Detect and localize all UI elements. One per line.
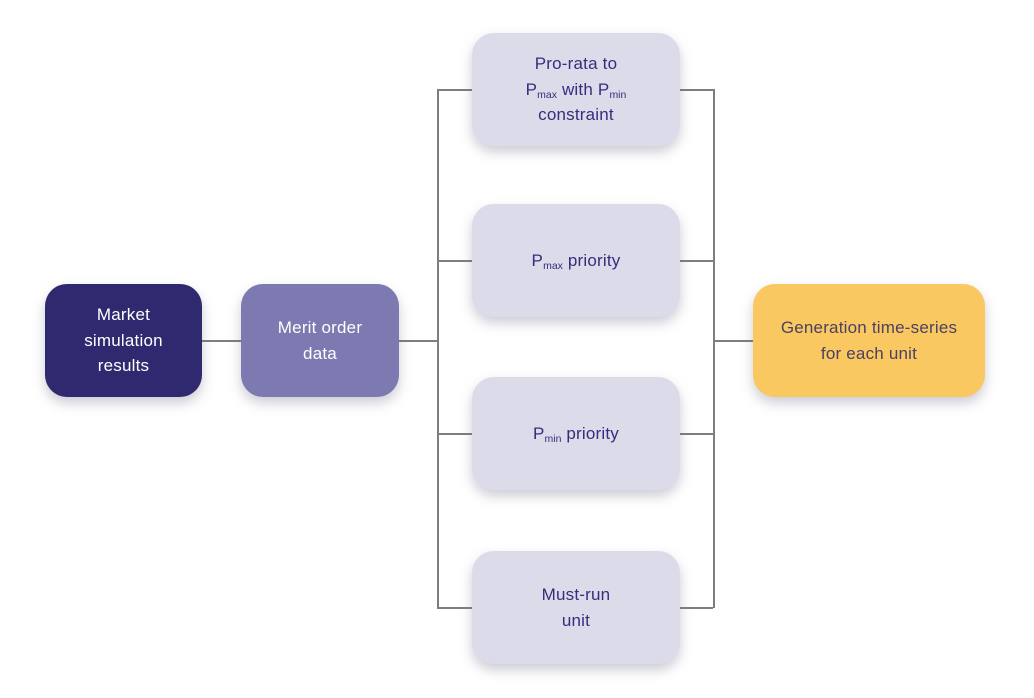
connector-market-to-merit (202, 340, 241, 342)
connector-split-to-mustrun (437, 607, 472, 609)
connector-merge-vertical (713, 89, 715, 608)
node-pmin-label: Pmin priority (532, 423, 619, 445)
connector-pmax-to-merge (680, 260, 713, 262)
connector-merit-to-split (399, 340, 437, 342)
connector-mustrun-to-merge (680, 607, 713, 609)
node-pmax-label: Pmax priority (531, 250, 621, 272)
connector-pmin-to-merge (680, 433, 713, 435)
connector-split-to-prorata (437, 89, 472, 91)
node-pmin-priority: Pmin priority (472, 377, 680, 490)
connector-prorata-to-merge (680, 89, 713, 91)
connector-split-to-pmax (437, 260, 472, 262)
connector-split-vertical (437, 89, 439, 608)
connector-split-to-pmin (437, 433, 472, 435)
node-pmax-priority: Pmax priority (472, 204, 680, 317)
connector-merge-to-output (713, 340, 753, 342)
